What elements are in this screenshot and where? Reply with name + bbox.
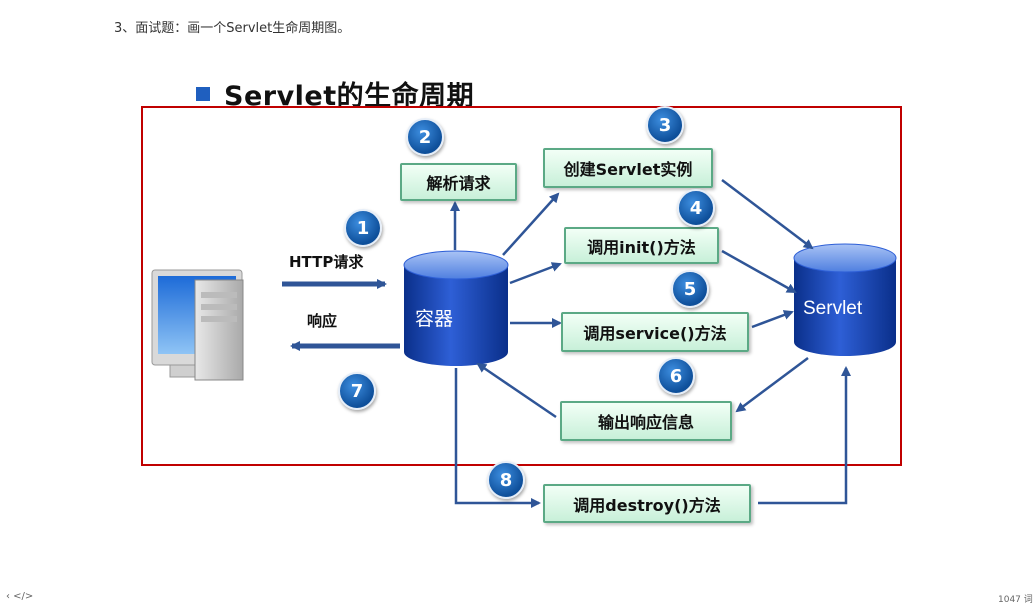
init-method-box: 调用init()方法 <box>564 227 719 264</box>
service-to-servlet <box>751 310 794 329</box>
service-method-box: 调用service()方法 <box>561 312 749 352</box>
container-label: 容器 <box>415 309 454 330</box>
output-to-container <box>476 362 557 419</box>
parse-request-box: 解析请求 <box>400 163 517 201</box>
response-label: 响应 <box>307 312 338 330</box>
destroy-method-box: 调用destroy()方法 <box>543 484 751 523</box>
init-to-servlet <box>721 249 797 294</box>
create-instance-box: 创建Servlet实例 <box>543 148 713 188</box>
computer-icon <box>151 269 244 381</box>
servlet-label: Servlet <box>803 298 863 319</box>
container-to-destroy <box>454 368 541 508</box>
red-frame <box>141 106 902 466</box>
step-badge-4: 4 <box>677 189 715 227</box>
servlet-to-output <box>735 356 809 413</box>
arrow-to-create <box>502 192 560 256</box>
container-cylinder <box>403 250 509 366</box>
create-to-servlet <box>721 179 814 250</box>
step-badge-2: 2 <box>406 118 444 156</box>
step-badge-1: 1 <box>344 209 382 247</box>
step-badge-5: 5 <box>671 270 709 308</box>
step-badge-7: 7 <box>338 372 376 410</box>
http-request-label: HTTP请求 <box>289 253 364 271</box>
destroy-to-servlet <box>758 366 851 505</box>
output-response-box: 输出响应信息 <box>560 401 732 441</box>
servlet-cylinder <box>793 243 897 356</box>
square-bullet-icon <box>196 86 210 101</box>
step-badge-3: 3 <box>646 106 684 144</box>
footer-nav[interactable]: ‹ </> <box>6 591 34 602</box>
step-badge-6: 6 <box>657 357 695 395</box>
question-text: 3、面试题：画一个Servlet生命周期图。 <box>114 21 351 36</box>
arrow-to-init <box>509 262 562 285</box>
step-badge-8: 8 <box>487 461 525 499</box>
word-count: 1047 词 <box>998 595 1033 605</box>
